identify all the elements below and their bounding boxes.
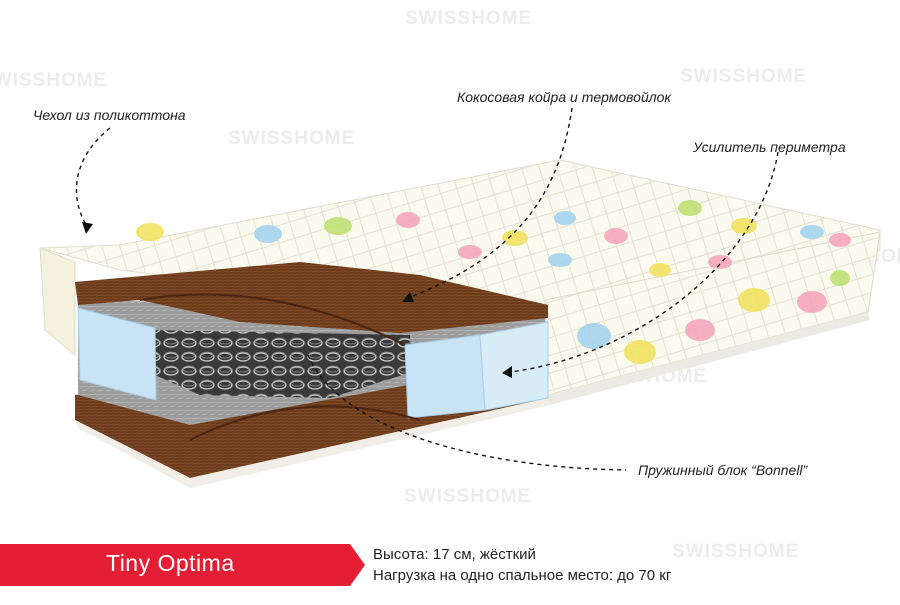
watermark: SWISSHOME bbox=[672, 541, 800, 562]
mattress-cross-section bbox=[75, 262, 550, 488]
arrowhead-icon bbox=[82, 222, 93, 234]
watermark: SWISSHOME bbox=[405, 8, 533, 29]
label-springs: Пружинный блок “Bonnell” bbox=[638, 462, 808, 478]
pointer-cover bbox=[75, 127, 111, 229]
spec-load: Нагрузка на одно спальное место: до 70 к… bbox=[373, 567, 672, 584]
arrowhead-icon bbox=[402, 292, 414, 302]
pointer-lines bbox=[75, 107, 779, 471]
watermark: SWISSHOME bbox=[680, 66, 808, 87]
label-coir: Кокосовая койра и термовойлок bbox=[457, 89, 672, 105]
watermark: SWISSHOME bbox=[0, 70, 108, 91]
label-perimeter: Усилитель периметра bbox=[693, 139, 846, 155]
watermark: SWISSHOME bbox=[404, 486, 532, 507]
arrowhead-icon bbox=[502, 366, 512, 378]
product-name: Tiny Optima bbox=[106, 550, 235, 576]
product-banner bbox=[0, 544, 365, 586]
pointer-springs bbox=[307, 354, 627, 471]
mattress-body bbox=[39, 159, 881, 488]
label-cover: Чехол из поликоттона bbox=[33, 107, 186, 123]
spec-height: Высота: 17 см, жёсткий bbox=[373, 546, 536, 563]
watermark: SWISSHOME bbox=[228, 128, 356, 149]
